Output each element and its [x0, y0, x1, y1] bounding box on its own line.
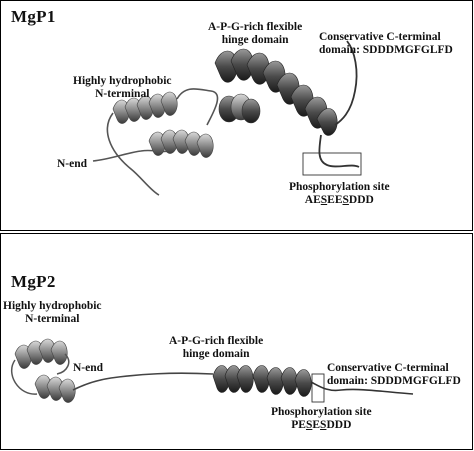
hydrophobic-line1: Highly hydrophobic	[73, 75, 172, 87]
linker-coil	[72, 372, 214, 391]
n-terminal-helix-upper	[112, 91, 178, 124]
phosphorylation-label: Phosphorylation site AESEESDDD	[289, 181, 390, 207]
hinge-helix	[212, 365, 312, 397]
c-terminal-line2: domain: SDDDMGFGLFD	[327, 375, 461, 387]
phosphorylation-box	[311, 373, 325, 403]
phosphorylation-sequence: PESESDDD	[291, 419, 352, 431]
loop-1	[106, 112, 160, 196]
n-terminal-loop	[10, 359, 38, 395]
hinge-label-line1: A-P-G-rich flexible	[169, 335, 264, 347]
c-terminal-line1: Conservative C-terminal	[319, 31, 441, 43]
hinge-domain-label: A-P-G-rich flexible hinge domain	[208, 21, 302, 47]
hinge-helix	[214, 48, 338, 136]
hydrophobic-label: Highly hydrophobic N-terminal	[73, 75, 172, 101]
phosphorylation-sequence: AESEESDDD	[304, 194, 374, 206]
c-terminal-label: Conservative C-terminal domain: SDDDMGFG…	[327, 362, 461, 388]
n-terminal-helix-lower	[34, 374, 76, 403]
phosphorylation-title: Phosphorylation site	[289, 181, 390, 193]
hinge-label-line2: hinge domain	[182, 348, 250, 360]
loop-2	[176, 88, 219, 126]
panel-mgp1: MgP1 A-P-G-rich flexible hinge domain Co…	[0, 0, 473, 231]
c-terminal-line2: domain: SDDDMGFGLFD	[319, 44, 453, 56]
phosphorylation-title: Phosphorylation site	[271, 406, 372, 418]
hinge-label-line2: hinge domain	[221, 34, 289, 46]
c-terminal-label: Conservative C-terminal domain: SDDDMGFG…	[319, 31, 453, 57]
c-terminal-coil	[310, 381, 414, 395]
c-terminal-tail	[318, 134, 360, 168]
hinge-domain-label: A-P-G-rich flexible hinge domain	[169, 335, 263, 361]
n-end-coil	[56, 353, 70, 375]
hydrophobic-line2: N-terminal	[25, 313, 80, 325]
n-end-label: N-end	[57, 158, 88, 170]
n-end-label: N-end	[73, 362, 104, 374]
mgp2-structure	[10, 338, 414, 403]
c-terminal-coil	[334, 40, 358, 126]
n-terminal-helix-lower	[148, 129, 214, 158]
panel-mgp2: MgP2 Highly hydrophobic N-terminal N-end…	[0, 233, 473, 450]
panel-title: MgP2	[11, 272, 56, 291]
panel-title: MgP1	[11, 7, 56, 26]
hydrophobic-label: Highly hydrophobic N-terminal	[3, 300, 102, 326]
phosphorylation-box	[302, 152, 362, 176]
mgp1-structure	[92, 40, 362, 196]
hydrophobic-line1: Highly hydrophobic	[3, 300, 102, 312]
hinge-label-line1: A-P-G-rich flexible	[208, 21, 303, 33]
n-terminal-helix-upper	[14, 338, 68, 369]
c-terminal-line1: Conservative C-terminal	[327, 362, 449, 374]
middle-helix	[218, 93, 261, 124]
hydrophobic-line2: N-terminal	[95, 88, 150, 100]
phosphorylation-label: Phosphorylation site PESESDDD	[271, 406, 372, 432]
